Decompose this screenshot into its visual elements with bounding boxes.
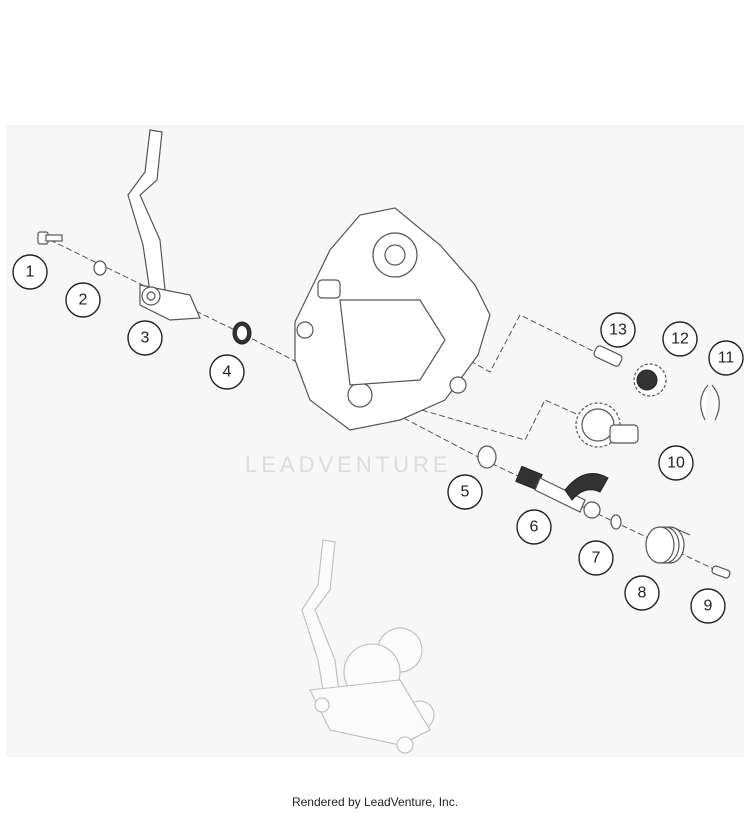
callout-11: 11 — [708, 340, 744, 376]
pin-part-13 — [593, 345, 623, 367]
callout-label-8: 8 — [638, 585, 647, 602]
callout-label-13: 13 — [609, 322, 627, 339]
kickstart-lever-icon — [127, 129, 201, 321]
callout-12: 12 — [662, 321, 698, 357]
callout-8: 8 — [624, 575, 660, 611]
callout-9: 9 — [690, 588, 726, 624]
kickstart-shaft-icon — [515, 465, 609, 519]
washer-part-5 — [477, 445, 497, 469]
callout-4: 4 — [209, 354, 245, 390]
callout-label-3: 3 — [141, 330, 150, 347]
callout-13: 13 — [600, 312, 636, 348]
callout-label-12: 12 — [671, 331, 689, 348]
washer-part-2 — [93, 260, 107, 276]
washer-part-7 — [610, 514, 622, 530]
callout-1: 1 — [12, 254, 48, 290]
pin-part-9 — [711, 565, 731, 579]
callout-label-9: 9 — [704, 598, 713, 615]
callout-label-6: 6 — [530, 519, 539, 536]
callout-label-4: 4 — [223, 364, 232, 381]
callout-label-1: 1 — [26, 264, 35, 281]
clip-11-icon — [700, 384, 720, 421]
gear-10-icon — [575, 402, 639, 448]
callout-7: 7 — [578, 540, 614, 576]
callout-label-5: 5 — [461, 484, 470, 501]
callout-label-11: 11 — [718, 350, 735, 367]
callout-label-7: 7 — [592, 550, 601, 567]
callout-3: 3 — [127, 320, 163, 356]
bolt-part-1 — [37, 231, 63, 245]
leader-10 — [369, 394, 591, 441]
callout-2: 2 — [65, 282, 101, 318]
callouts: 1 2 3 4 5 6 7 8 9 10 11 12 13 — [12, 254, 744, 624]
footer-credit: Rendered by LeadVenture, Inc. — [291, 795, 459, 809]
engine-case-cover-icon — [294, 207, 491, 431]
callout-10: 10 — [658, 445, 694, 481]
gear-12-icon — [633, 363, 667, 397]
callout-label-10: 10 — [667, 455, 685, 472]
callout-5: 5 — [447, 474, 483, 510]
watermark: LEADVENTURE — [245, 452, 452, 477]
seal-ring-part-4 — [232, 321, 252, 345]
assembled-view-ghost — [301, 539, 435, 754]
callout-6: 6 — [516, 509, 552, 545]
callout-label-2: 2 — [79, 292, 88, 309]
torsion-spring-icon — [645, 526, 691, 564]
